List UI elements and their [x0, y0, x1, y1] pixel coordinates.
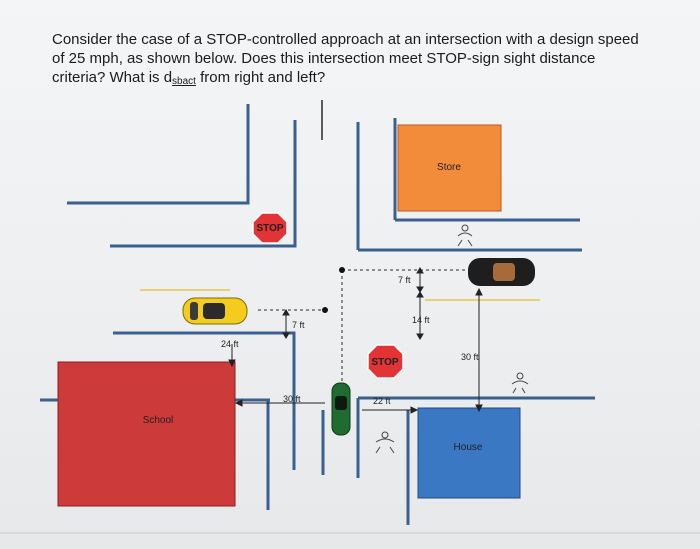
- store-label: Store: [437, 162, 461, 173]
- dim-label-30ft-left: 30 ft: [283, 394, 301, 404]
- pedestrian-icon-1: [457, 224, 473, 247]
- yellow-car-rear-window: [190, 302, 198, 320]
- pedestrian-icon-2: [511, 372, 529, 394]
- dimension-lines: [228, 267, 483, 414]
- store-building: [397, 124, 502, 212]
- pedestrian-icons: [375, 224, 529, 454]
- dim-label-30ft-right: 30 ft: [461, 352, 479, 362]
- stop-sign-top: STOP: [252, 212, 288, 244]
- dim-14ft-arrow-up: [416, 291, 424, 298]
- dim-30ft-arrow-up: [475, 287, 483, 296]
- school-label: School: [143, 415, 174, 426]
- question-text-part-1: Consider the case of a STOP-controlled a…: [52, 31, 639, 86]
- green-car-windshield: [335, 396, 347, 410]
- dim-30ft-arrow-down: [475, 404, 483, 413]
- stop-sign-bottom-octagon: [367, 344, 404, 379]
- dim-label-24ft: 24 ft: [221, 339, 239, 349]
- dim-7ft-left-arrow-up: [282, 309, 290, 316]
- black-car-interior: [493, 263, 515, 281]
- dim-label-7ft-left: 7 ft: [292, 320, 305, 330]
- stop-sign-bottom-text: STOP: [371, 357, 398, 368]
- black-car: [468, 258, 535, 286]
- school-building: [57, 361, 236, 507]
- dim-22ft-arrow: [410, 406, 419, 414]
- sight-point-top: [339, 267, 345, 273]
- curb-bottom-left-inner: [113, 331, 296, 470]
- stop-sign-top-octagon: [252, 212, 288, 244]
- question-subscript: sbact: [172, 76, 196, 87]
- dim-label-22ft: 22 ft: [373, 396, 391, 406]
- dim-7ft-right-arrow-down: [416, 286, 424, 293]
- dim-30ft-left-arrow: [234, 399, 243, 407]
- stop-sign-top-text: STOP: [256, 223, 283, 234]
- curb-top-left-inner: [110, 120, 297, 248]
- centerlines: [140, 289, 540, 301]
- dim-label-7ft-right: 7 ft: [398, 275, 411, 285]
- green-car: [331, 382, 351, 436]
- yellow-car-windshield: [203, 303, 225, 319]
- curb-top-left-outer: [67, 104, 250, 205]
- question-text: Consider the case of a STOP-controlled a…: [52, 30, 652, 89]
- road-edges: [40, 104, 595, 525]
- pedestrian-icon-3: [375, 431, 395, 454]
- dim-label-14ft: 14 ft: [412, 315, 430, 325]
- sight-lines: [258, 269, 490, 395]
- stop-sign-bottom: STOP: [367, 344, 404, 379]
- question-text-part-2: from right and left?: [195, 69, 326, 86]
- dim-14ft-arrow-down: [416, 333, 424, 340]
- dim-7ft-left-arrow-down: [282, 332, 290, 339]
- dim-7ft-right-arrow-up: [416, 267, 424, 274]
- dim-24ft-arrowhead: [228, 359, 236, 368]
- house-label: House: [454, 442, 483, 453]
- sight-point-left: [322, 307, 328, 313]
- yellow-car: [182, 297, 248, 325]
- house-building: [417, 407, 521, 499]
